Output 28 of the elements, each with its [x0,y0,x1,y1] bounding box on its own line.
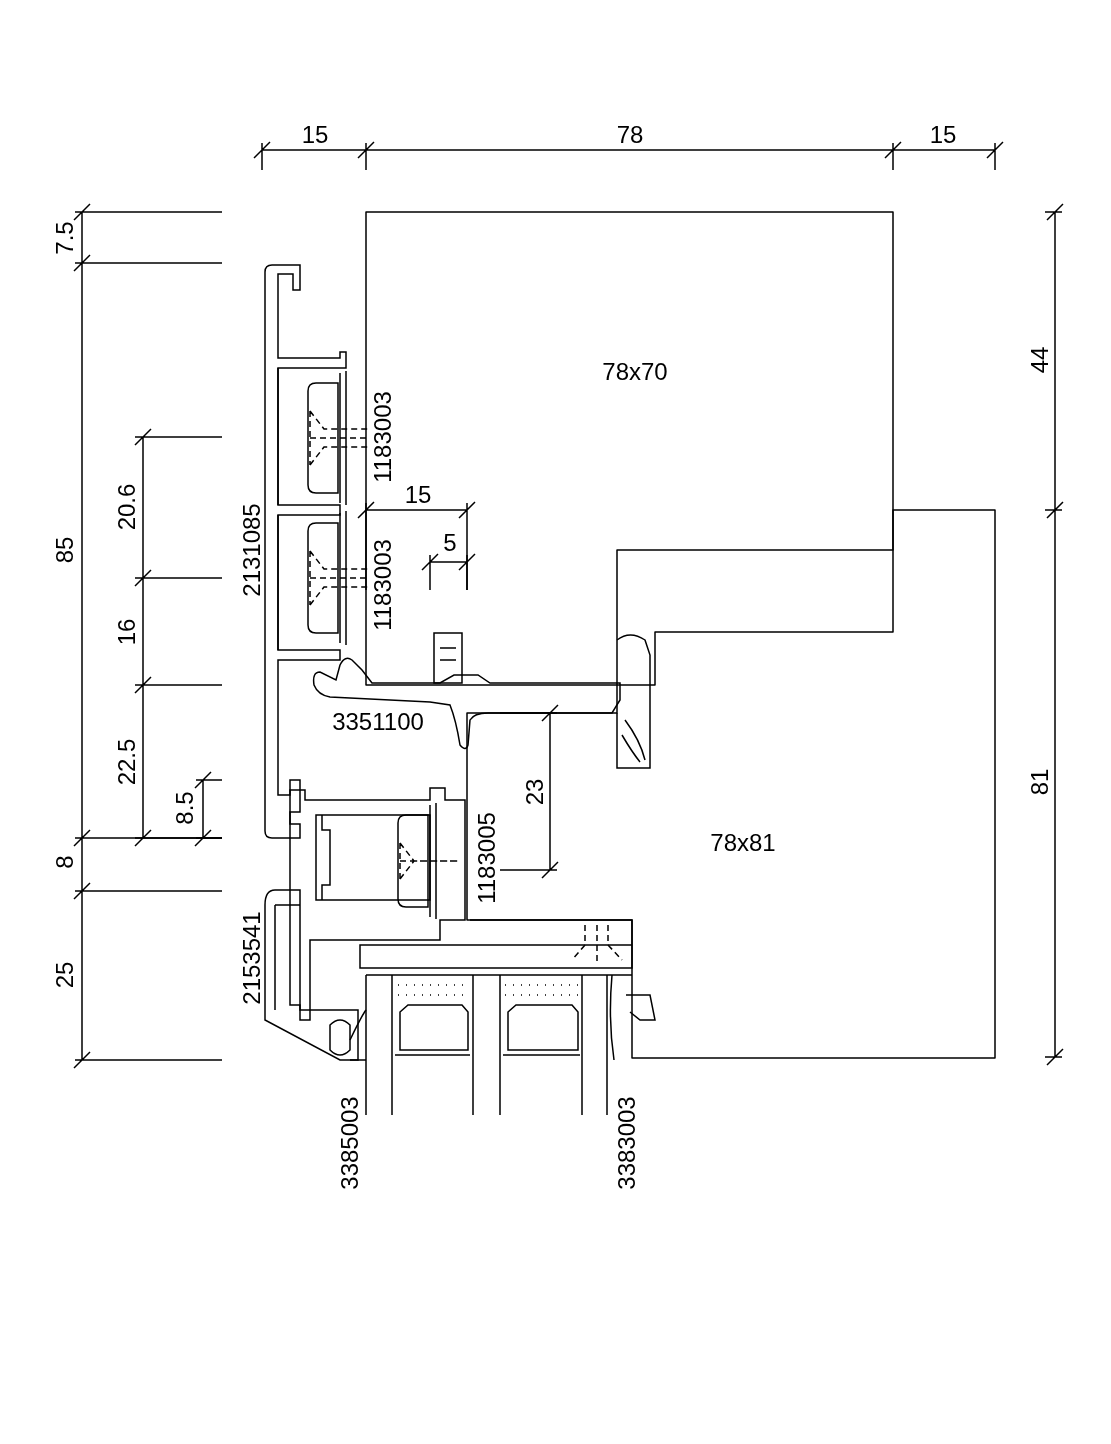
rotated-dimension-text: 44 [1028,346,1052,374]
rotated-dimension-text: 20.6 [115,483,139,531]
rotated-dimension-text: 1183005 [475,812,499,904]
dimension-text: 15 [301,123,329,147]
rotated-dimension-text: 81 [1028,768,1052,796]
rotated-dimension-text: 22.5 [115,738,139,786]
rotated-dimension-text: 8 [53,855,77,869]
rotated-dimension-text: 3383003 [615,1096,639,1190]
rotated-dimension-text: 85 [53,536,77,564]
profile-section-outline [366,212,893,685]
profile-section-outline [467,510,995,1058]
dimension-text: 3351100 [332,710,424,734]
rotated-dimension-text: 25 [53,961,77,989]
dimension-text: 15 [929,123,957,147]
rotated-dimension-text: 2153541 [240,911,264,1005]
dimension-text: 78 [616,123,644,147]
rotated-dimension-text: 16 [115,618,139,646]
rotated-dimension-text: 8.5 [173,791,197,825]
rotated-dimension-text: 2131085 [240,503,264,597]
section-size-label: 78x70 [602,360,668,384]
rotated-dimension-text: 23 [523,778,547,806]
rotated-dimension-text: 3385003 [338,1096,362,1190]
rotated-dimension-text: 1183003 [371,539,395,631]
dimension-text: 5 [443,531,457,555]
section-size-label: 78x81 [710,831,776,855]
dimension-text: 15 [404,483,432,507]
rotated-dimension-text: 7.5 [53,221,77,255]
rotated-dimension-text: 1183003 [371,391,395,483]
